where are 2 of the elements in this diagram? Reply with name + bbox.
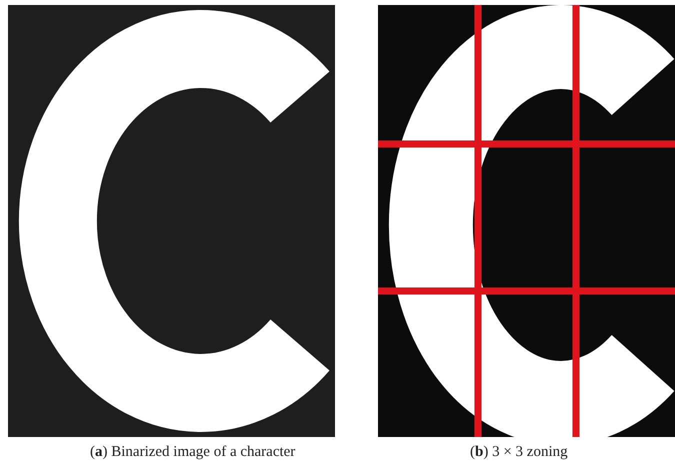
figure-caption: (a) Binarized image of a character	[90, 444, 296, 461]
figure-caption: (b) 3 × 3 zoning	[470, 444, 568, 461]
